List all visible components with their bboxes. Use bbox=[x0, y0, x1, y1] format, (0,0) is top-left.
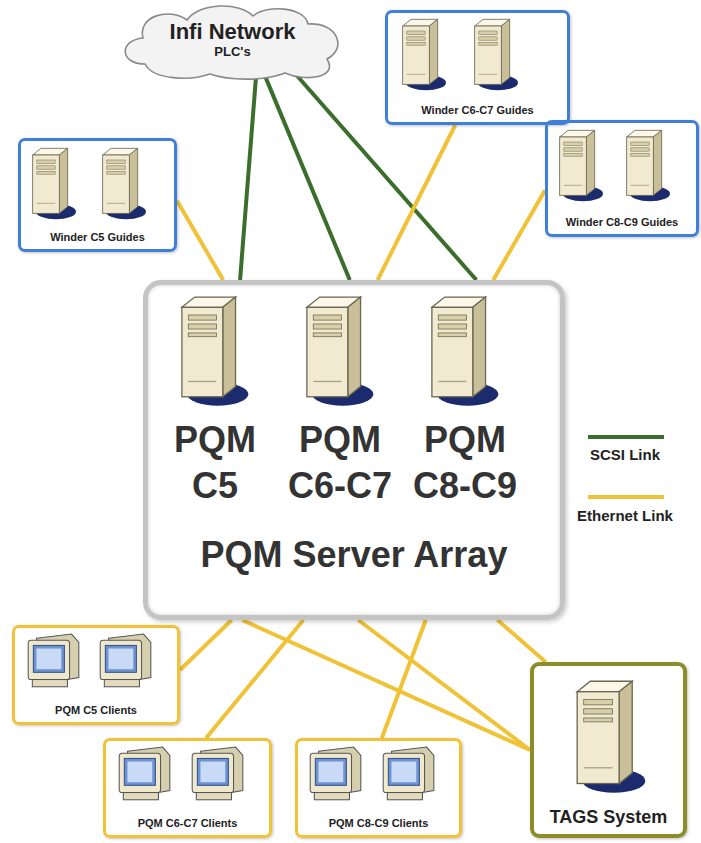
ethernet-link bbox=[378, 125, 456, 280]
client-group-box: PQM C5 Clients bbox=[12, 625, 180, 725]
client-group-box: PQM C6-C7 Clients bbox=[103, 738, 272, 838]
server-node: PQM C8-C9 bbox=[400, 408, 530, 518]
ethernet-link bbox=[206, 620, 303, 738]
node-label: PQM C6-C7 bbox=[275, 417, 405, 509]
system-box: TAGS System bbox=[530, 662, 687, 838]
ethernet-link bbox=[358, 620, 530, 750]
node-label: PQM C5 bbox=[150, 417, 280, 509]
node-label: PQM C5 Clients bbox=[19, 704, 173, 717]
legend-label: SCSI Link bbox=[570, 446, 680, 464]
ethernet-link bbox=[497, 620, 545, 662]
node-label: Infi Network bbox=[170, 20, 296, 44]
client-group-box: PQM C8-C9 Clients bbox=[295, 738, 462, 838]
network-cloud: Infi NetworkPLC's bbox=[115, 2, 350, 80]
legend-label: Ethernet Link bbox=[560, 507, 690, 525]
node-label: TAGS System bbox=[538, 807, 679, 828]
ethernet-link bbox=[180, 620, 232, 670]
server-node: PQM C5 bbox=[150, 408, 280, 518]
ethernet-link bbox=[382, 620, 426, 738]
client-icons bbox=[28, 634, 434, 800]
node-label: PQM C6-C7 Clients bbox=[110, 817, 265, 830]
node-label: Winder C5 Guides bbox=[25, 231, 170, 244]
server-icons bbox=[33, 19, 670, 792]
server-group-box: Winder C8-C9 Guides bbox=[545, 120, 699, 237]
node-label: PLC's bbox=[214, 44, 250, 59]
server-node: PQM C6-C7 bbox=[275, 408, 405, 518]
scsi-link bbox=[240, 77, 256, 280]
node-label: PQM C8-C9 Clients bbox=[302, 817, 455, 830]
node-label: PQM C8-C9 bbox=[400, 417, 530, 509]
ethernet-link bbox=[177, 201, 223, 280]
server-group-box: Winder C5 Guides bbox=[18, 138, 177, 252]
node-label: Winder C6-C7 Guides bbox=[392, 104, 563, 117]
server-array-box: PQM Server Array PQM C5PQM C6-C7PQM C8-C9 bbox=[143, 280, 565, 620]
server-group-box: Winder C6-C7 Guides bbox=[385, 10, 570, 125]
node-label: PQM Server Array bbox=[148, 533, 560, 577]
node-label: Winder C8-C9 Guides bbox=[552, 216, 692, 229]
scsi-link bbox=[265, 77, 349, 280]
ethernet-link bbox=[493, 190, 545, 280]
